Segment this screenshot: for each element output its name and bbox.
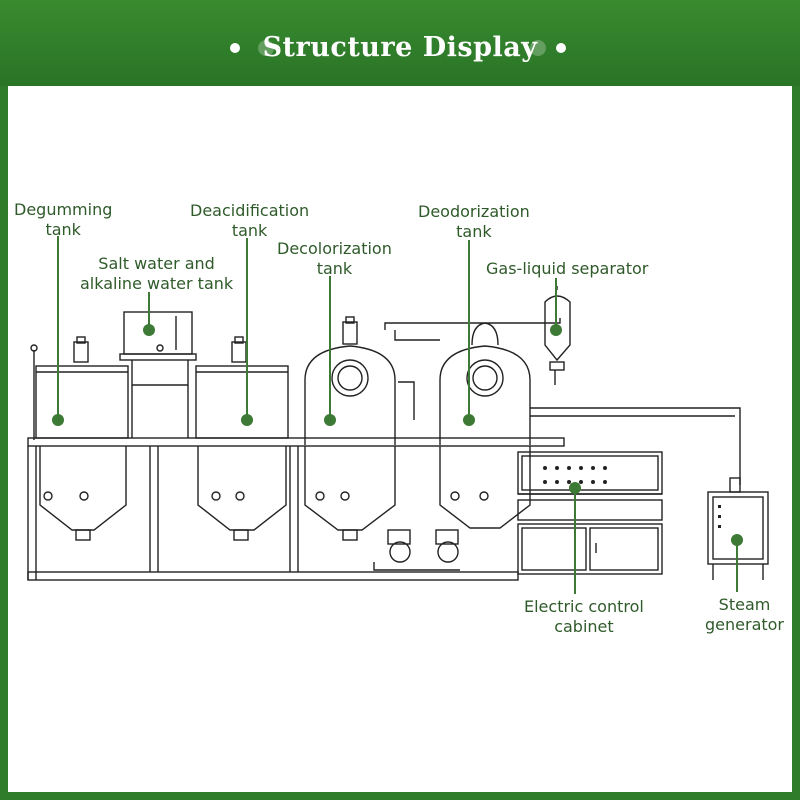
base-frame	[27, 437, 565, 581]
degumming-tank-label: Degumming tank	[14, 200, 112, 240]
diagram-panel	[8, 86, 792, 792]
label-text: Degumming tank	[14, 200, 113, 239]
label-text: Electric control cabinet	[524, 597, 644, 636]
decolorization-tank-label: Decolorization tank	[277, 239, 392, 279]
decolorization-tank-shape	[304, 316, 396, 541]
deodorization-tank-label: Deodorization tank	[418, 202, 530, 242]
pipes	[373, 318, 741, 571]
bullet-dot-right	[556, 43, 566, 53]
page-title: Structure Display	[262, 32, 538, 63]
pumps	[387, 529, 459, 563]
deacidification-tank-shape	[195, 336, 289, 541]
salt-water-tank-label: Salt water and alkaline water tank	[80, 254, 233, 294]
steam-generator-label: Steam generator	[705, 595, 784, 635]
electric-control-cabinet-label: Electric control cabinet	[524, 597, 644, 637]
deacidification-tank-label: Deacidification tank	[190, 201, 309, 241]
decor-dot	[258, 40, 274, 56]
label-text: Decolorization tank	[277, 239, 392, 278]
gas-liquid-separator-label: Gas-liquid separator	[486, 259, 648, 279]
label-text: Steam generator	[705, 595, 785, 634]
label-text: Deacidification tank	[190, 201, 310, 240]
salt-water-tank-shape	[119, 311, 197, 438]
electric-control-cabinet-shape	[517, 451, 663, 575]
leader-lines	[57, 236, 738, 594]
label-text: Deodorization tank	[418, 202, 530, 241]
deodorization-tank-shape	[439, 322, 531, 529]
decor-dot	[530, 40, 546, 56]
degumming-tank-shape	[30, 336, 129, 541]
label-text: Salt water and alkaline water tank	[80, 254, 234, 293]
leader-dots	[52, 324, 743, 546]
header-banner: Structure Display	[0, 0, 800, 86]
bullet-dot-left	[230, 43, 240, 53]
label-text: Gas-liquid separator	[486, 259, 649, 278]
